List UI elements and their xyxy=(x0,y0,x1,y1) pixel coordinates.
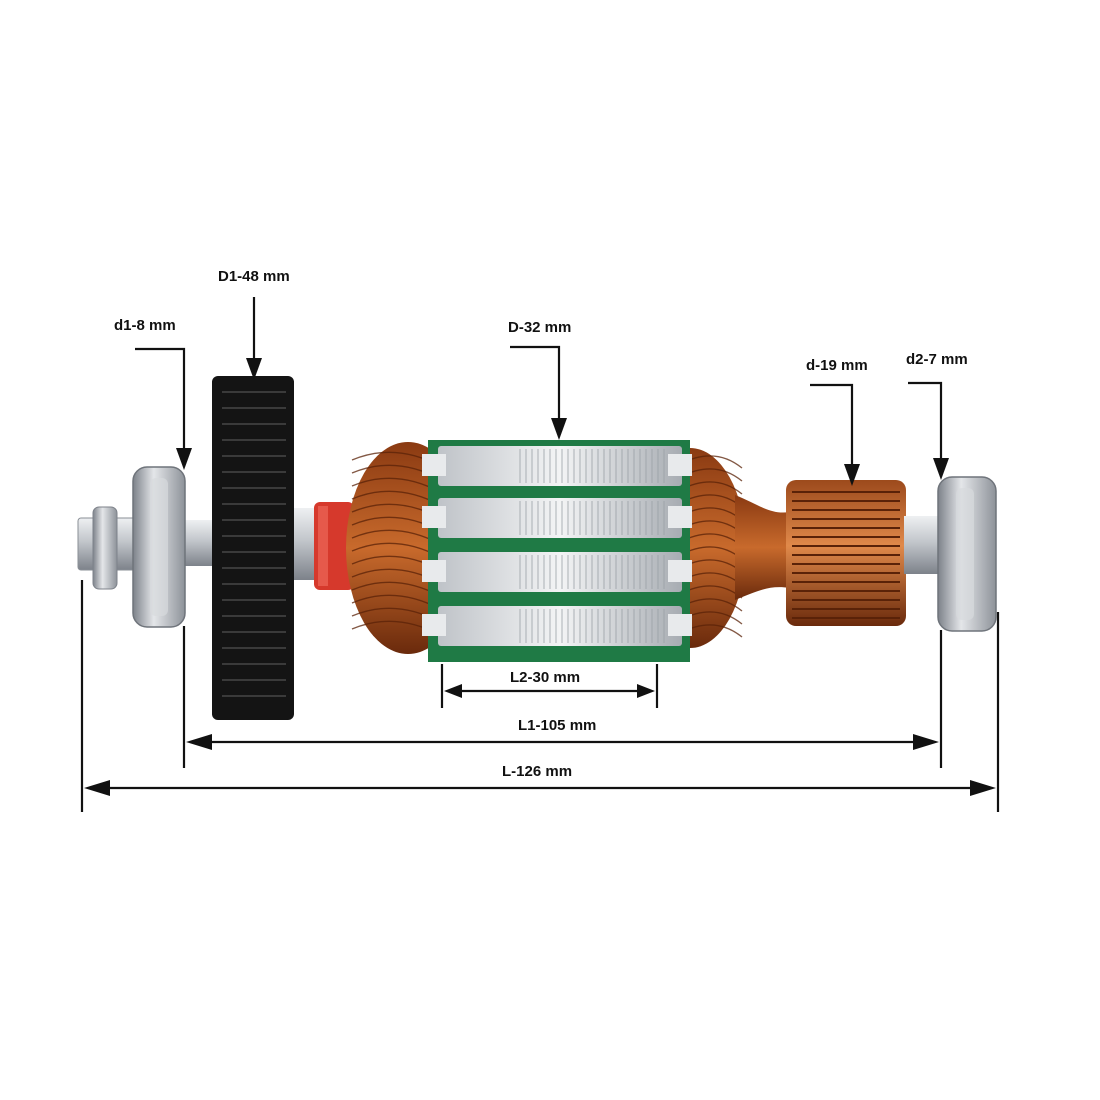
lamination-bar xyxy=(438,606,682,646)
arrow-L1-right xyxy=(913,734,939,750)
slot-wedge xyxy=(668,560,692,582)
arrow-d xyxy=(844,464,860,486)
label-d2: d2-7 mm xyxy=(906,351,968,368)
slot-wedge xyxy=(422,560,446,582)
armature-illustration xyxy=(77,376,997,720)
leader-d2 xyxy=(908,381,943,460)
arrow-L-right xyxy=(970,780,996,796)
arrow-L-left xyxy=(84,780,110,796)
arrow-d2 xyxy=(933,458,949,480)
arrow-L2-right xyxy=(637,684,655,698)
slot-wedge xyxy=(668,454,692,476)
lamination-bar xyxy=(438,552,682,592)
arrowheads xyxy=(84,358,996,796)
lamination-bar xyxy=(438,446,682,486)
slot-wedge xyxy=(422,506,446,528)
label-L1: L1-105 mm xyxy=(518,717,596,734)
slot-wedge xyxy=(422,454,446,476)
commutator xyxy=(786,480,906,626)
dimension-lines xyxy=(80,297,1000,812)
arrow-d1 xyxy=(176,448,192,470)
label-D1: D1-48 mm xyxy=(218,268,290,285)
lamination-bar xyxy=(438,498,682,538)
fan xyxy=(212,376,294,720)
label-L2: L2-30 mm xyxy=(510,669,580,686)
leader-D xyxy=(510,345,561,420)
winding-taper xyxy=(735,495,790,600)
arrow-D1 xyxy=(246,358,262,380)
label-d1: d1-8 mm xyxy=(114,317,176,334)
leader-d xyxy=(810,383,854,466)
slot-wedge xyxy=(668,614,692,636)
label-D: D-32 mm xyxy=(508,319,571,336)
leader-d1 xyxy=(135,347,186,450)
arrow-L1-left xyxy=(186,734,212,750)
label-d: d-19 mm xyxy=(806,357,868,374)
arrow-L2-left xyxy=(444,684,462,698)
slot-wedge xyxy=(422,614,446,636)
slot-wedge xyxy=(668,506,692,528)
spacer xyxy=(294,508,316,580)
arrow-D xyxy=(551,418,567,440)
dimension-labels: d1-8 mm D1-48 mm D-32 mm d-19 mm d2-7 mm… xyxy=(114,268,968,780)
shaft-pin xyxy=(92,506,118,590)
label-L: L-126 mm xyxy=(502,763,572,780)
